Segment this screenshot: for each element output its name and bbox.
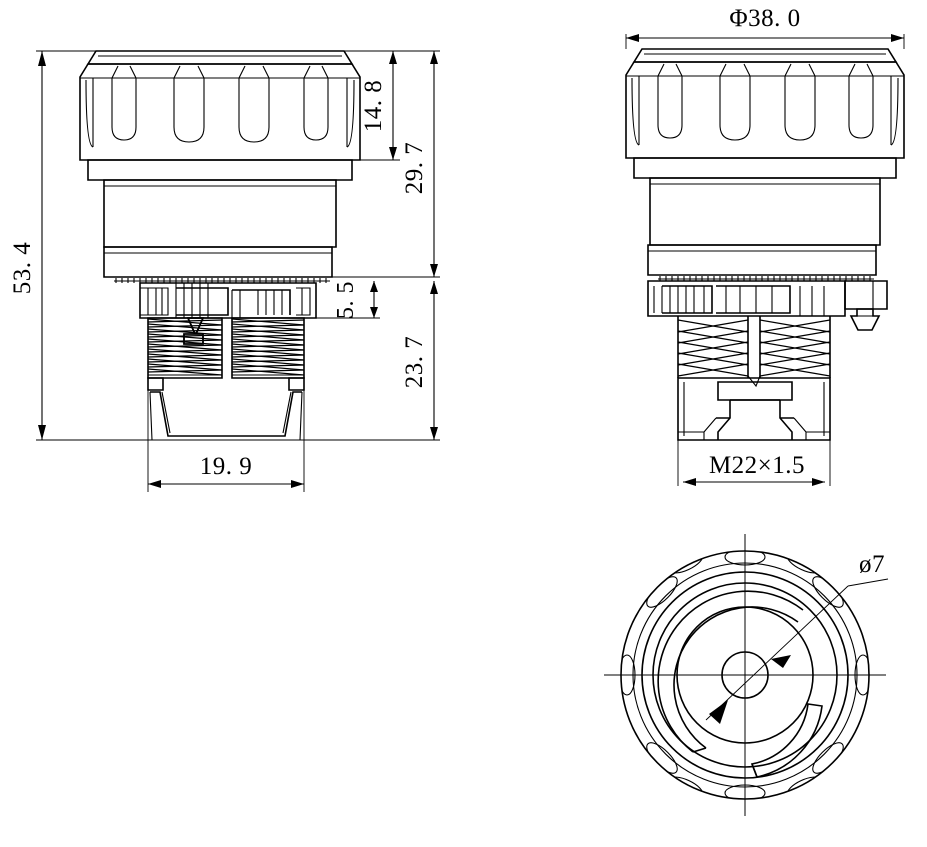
dim-label-flange-height: 5. 5: [333, 281, 359, 319]
right-view-collar: [633, 157, 897, 246]
arc-slot-arrow: [750, 703, 823, 778]
dim-thread-spec: M22×1.5: [683, 452, 825, 486]
left-view-extension-lines: [36, 50, 440, 492]
dim-label-base-width: 19. 9: [200, 453, 253, 480]
dim-label-overall-height: 53. 4: [9, 242, 36, 295]
bottom-plan-view: ø7: [604, 534, 889, 816]
dim-cap-height: 14. 8: [360, 51, 397, 160]
dim-flange-height: 5. 5: [333, 281, 378, 319]
serration-marks: [115, 278, 327, 283]
dim-body-height: 23. 7: [401, 281, 438, 440]
right-view-extension-lines: [625, 34, 905, 486]
left-view-latch-block: [139, 282, 317, 319]
dim-label-body-height: 23. 7: [401, 336, 428, 389]
dim-label-cap-height: 14. 8: [360, 80, 387, 133]
dim-label-thread-spec: M22×1.5: [709, 452, 805, 479]
left-view-terminal-skirt: [147, 377, 305, 441]
right-view-side-tab: [844, 280, 888, 331]
left-view-knob-cap: [79, 50, 361, 161]
right-view-knob-cap: [625, 48, 905, 159]
left-view-thread-section: [147, 317, 305, 379]
dim-base-width: 19. 9: [148, 453, 304, 488]
dim-overall-height: 53. 4: [9, 51, 46, 440]
dim-head-height: 29. 7: [401, 51, 438, 277]
arc-slot-left: [657, 590, 804, 753]
centerlines: [604, 534, 886, 816]
dim-label-pin-diameter: ø7: [859, 551, 885, 578]
right-view-bottom-latch: [677, 377, 831, 441]
cap-flute-group: [111, 78, 329, 143]
dim-cap-diameter: Φ38. 0: [626, 5, 904, 42]
dim-label-cap-diameter: Φ38. 0: [729, 5, 800, 32]
right-view-thread-profile: [677, 316, 831, 388]
right-serration-marks: [659, 276, 871, 281]
right-view-latch-block: [647, 280, 846, 317]
dim-label-head-height: 29. 7: [401, 142, 428, 195]
left-view-collar: [87, 159, 353, 248]
left-view-body-flange: [103, 246, 333, 283]
dim-pin-diameter: ø7: [705, 551, 889, 724]
right-cap-flute-group: [657, 76, 874, 141]
right-view-body-flange: [647, 244, 877, 281]
